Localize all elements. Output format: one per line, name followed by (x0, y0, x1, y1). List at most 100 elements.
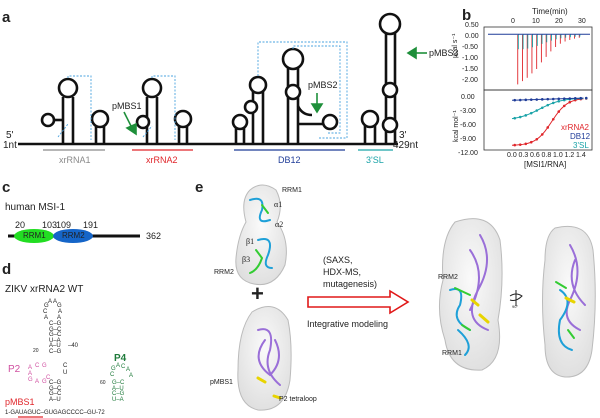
rna-envelope (237, 306, 292, 411)
residue-number: 191 (83, 220, 99, 230)
nucleotide: A (53, 299, 58, 305)
msi1-title: human MSI-1 (5, 202, 66, 213)
base-pair: A–U (49, 396, 61, 403)
xrrna2-title: ZIKV xrRNA2 WT (5, 284, 84, 295)
rrm1-domain (14, 229, 54, 243)
itc-data-point (524, 98, 528, 102)
nucleotide-p4: G (111, 366, 116, 372)
nucleotide: A (48, 299, 53, 305)
base-pair: A–U (49, 343, 61, 350)
x-tick: 1.4 (576, 152, 586, 159)
nucleotide: G (57, 303, 62, 309)
residue-number: 103 (42, 220, 58, 230)
time-axis-label: Time(min) (532, 7, 568, 16)
itc-data-point (518, 143, 522, 146)
residue-number: 109 (56, 220, 72, 230)
itc-data-point (540, 106, 544, 110)
nucleotide-p2: A (28, 365, 33, 371)
nucleotide: A (57, 315, 62, 321)
itc-data-point (524, 114, 528, 117)
base-pair: G–C (49, 391, 62, 398)
itc-data-point (546, 126, 550, 129)
itc-raw-peaks (488, 33, 590, 85)
five-prime-label: 5' (6, 130, 14, 141)
start-nt-label: 1nt (3, 140, 17, 151)
itc-data-point (535, 137, 539, 141)
msi1-ribbon (249, 197, 273, 269)
pseudoknot-lines (57, 41, 348, 140)
nucleotide-p2: A (35, 379, 40, 385)
rrm1-label: RRM1 (23, 231, 46, 240)
nucleotide-p2: G (42, 379, 47, 385)
panel-label-b: b (462, 7, 472, 24)
itc-data-point (546, 103, 550, 107)
base-pair-p4: G–C (112, 380, 125, 386)
binding-site-arrows (123, 46, 427, 136)
upper-y-tick: -1.00 (462, 55, 478, 62)
lower-y-tick: -12.00 (458, 150, 478, 157)
nt-number-40: –40 (68, 343, 79, 349)
lower-y-tick: -9.00 (460, 136, 476, 143)
region-3sl: 3'SL (366, 155, 384, 165)
three-prime-label: 3' (399, 130, 407, 141)
itc-data-point (573, 97, 577, 100)
base-pair: C–G (49, 380, 62, 386)
top-tick: 20 (555, 18, 563, 25)
nucleotide-p4: C (121, 364, 126, 370)
base-pair: G–C (49, 332, 62, 339)
rotation-icon (509, 290, 523, 306)
plus-sign: + (251, 281, 264, 306)
alpha1-label: α1 (274, 200, 283, 209)
panel-label-a: a (2, 9, 11, 26)
legend-3sl: 3'SL (573, 141, 589, 150)
residue-end: 362 (146, 231, 162, 241)
itc-lower-frame (483, 89, 593, 151)
x-tick: 0.3 (518, 152, 529, 159)
panel-label-d: d (2, 261, 12, 278)
itc-data-point (513, 98, 517, 102)
end-nt-label: 429nt (393, 140, 419, 151)
rrm2-domain (53, 229, 93, 243)
legend-xrrna2: xrRNA2 (561, 123, 590, 132)
top-tick: 0 (511, 18, 515, 25)
itc-data-point (551, 101, 555, 105)
itc-data-point (562, 104, 566, 108)
pmbs2-label: pMBS2 (308, 80, 338, 90)
itc-data-point (562, 97, 566, 100)
nucleotide-p4: C (110, 372, 115, 378)
region-xrrna1: xrRNA1 (59, 155, 91, 165)
rna-ribbon (257, 328, 281, 386)
itc-data-point (557, 110, 561, 113)
base-pair-p4: A–U (112, 385, 124, 392)
top-tick: 30 (578, 18, 586, 25)
upper-y-tick: -1.50 (462, 66, 478, 73)
alpha2-label: α2 (275, 220, 284, 229)
upper-y-tick: 0.50 (465, 22, 479, 29)
pmbs3-label: pMBS3 (429, 48, 459, 58)
beta3-label: β3 (242, 255, 251, 264)
x-tick: 0.8 (541, 152, 552, 159)
nt-number-60: 60 (100, 380, 106, 386)
itc-data-point (529, 111, 533, 115)
legend-db12: DB12 (570, 132, 591, 141)
nucleotide-p2: C (35, 363, 40, 369)
itc-data-point (551, 117, 555, 121)
complex-rrm2-label: RRM2 (438, 274, 458, 281)
itc-data-point (557, 99, 561, 103)
p2-label: P2 (8, 364, 21, 375)
base-pair-p4: U–A (112, 396, 124, 403)
nucleotide: C (63, 363, 68, 369)
itc-data-point (579, 96, 583, 100)
nucleotide: A (44, 315, 49, 321)
lower-y-tick: -3.00 (460, 108, 476, 115)
sequence-bottom: 1-GAUAGUC–GUGAGCCCC–GU-72 (5, 410, 105, 416)
complex-rrm1-label: RRM1 (442, 350, 462, 357)
msi1-envelope (235, 184, 287, 286)
upper-y-tick: 0.00 (465, 33, 479, 40)
nucleotide-p2: A (28, 371, 33, 377)
top-tick: 10 (532, 18, 540, 25)
itc-data-point (551, 97, 555, 101)
